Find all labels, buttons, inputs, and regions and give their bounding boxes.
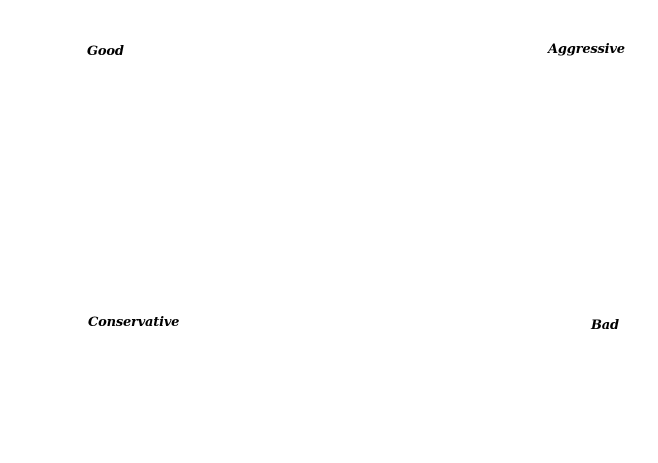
top-right-label: Aggressive [548,42,625,57]
top-left-label: Good [87,44,124,59]
bottom-right-label: Bad [591,318,619,333]
bottom-left-label: Conservative [88,315,180,330]
